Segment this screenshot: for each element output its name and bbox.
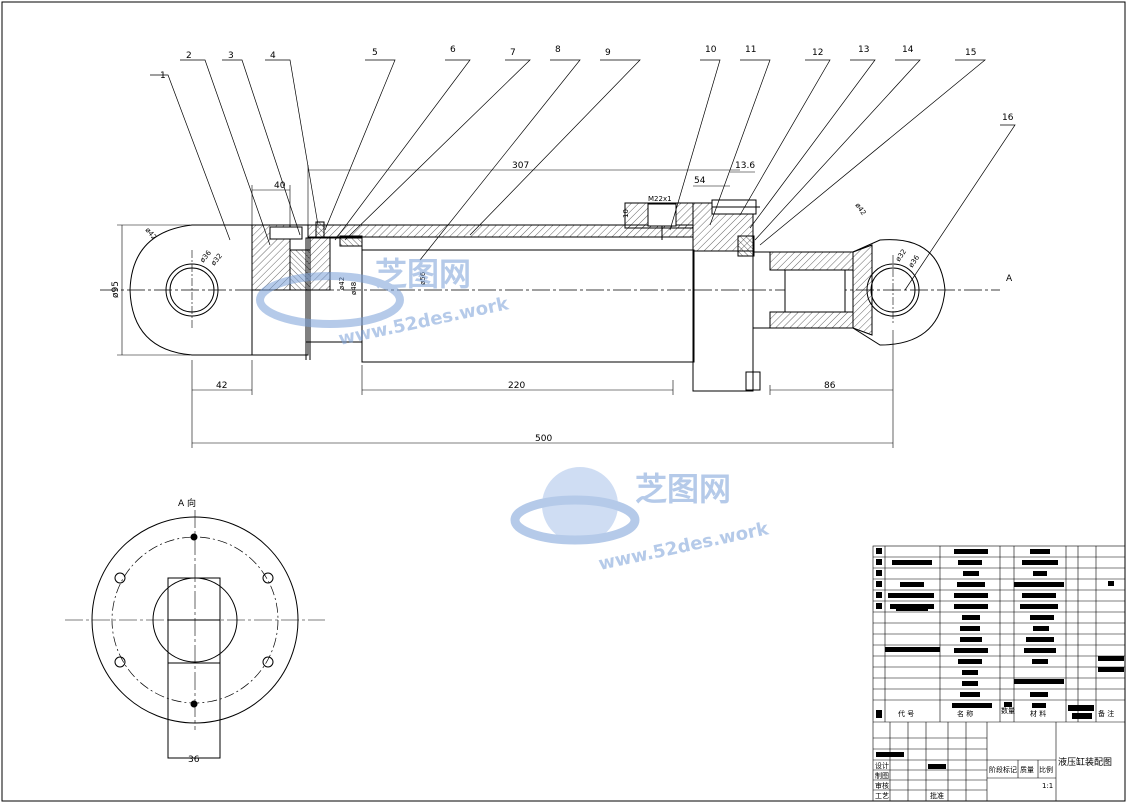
part-number: 2	[186, 51, 192, 61]
header-remark: 备 注	[1098, 709, 1114, 718]
view-a-title: A 向	[178, 497, 196, 509]
dim-36: 36	[188, 755, 200, 765]
table-row-lines	[873, 556, 1125, 723]
dim-phi42-right: ø42	[853, 202, 867, 217]
dimension-lines	[117, 165, 894, 448]
part-number: 11	[745, 45, 756, 55]
part-number: 13	[858, 45, 869, 55]
part-number: 4	[270, 51, 276, 61]
title-weight: 质量	[1020, 765, 1034, 774]
watermark-url: www.52des.work	[597, 518, 772, 575]
dim-phi42-left: ø42	[143, 226, 158, 241]
dim-phi32-right: ø32	[894, 248, 908, 263]
dim-307: 307	[512, 161, 529, 171]
dim-86: 86	[824, 381, 836, 391]
table-header-texts: 代 号 名 称 数量 材 料 备 注 阶段标记 质量 比例 1:1 液压缸装配图…	[875, 706, 1114, 800]
dim-phi48: ø48	[350, 282, 358, 295]
parts-table	[872, 545, 1126, 802]
part-number-labels: 1 2 3 4 5 6 7 8 9 10 11 12 13 14 15 16	[160, 45, 1014, 123]
main-view	[100, 199, 1000, 392]
title-stage: 阶段标记	[989, 765, 1017, 774]
part-number: 5	[372, 48, 378, 58]
header-material: 材 料	[1030, 709, 1046, 718]
part-number: 6	[450, 45, 456, 55]
drawing-title: 液压缸装配图	[1058, 756, 1112, 768]
title-craft: 工艺	[875, 792, 889, 800]
dimension-texts: 40 307 54 13.6 M22x1 10 ø42 ø36 ø32 ø95 …	[111, 161, 1013, 444]
part-number: 15	[965, 48, 976, 58]
part-number: 1	[160, 71, 166, 81]
title-check: 审核	[875, 781, 889, 790]
part-number: 9	[605, 48, 611, 58]
dim-40: 40	[274, 181, 286, 191]
header-qty: 数量	[1001, 706, 1015, 715]
dim-10: 10	[622, 209, 630, 218]
leader-lines	[150, 59, 1016, 291]
view-a-marker: A	[1006, 274, 1013, 284]
part-number: 16	[1002, 113, 1014, 123]
title-approve: 批准	[930, 791, 944, 800]
redacted-cells	[876, 548, 1124, 769]
part-number: 10	[705, 45, 717, 55]
dim-54: 54	[694, 176, 706, 186]
header-code: 代 号	[898, 709, 914, 718]
dim-phi36-right: ø36	[907, 253, 921, 269]
dim-m22: M22x1	[648, 195, 672, 203]
part-number: 8	[555, 45, 561, 55]
part-number: 14	[902, 45, 914, 55]
dim-42: 42	[216, 381, 227, 391]
watermark-middle: 芝图网 www.52des.work	[510, 467, 772, 575]
dim-phi95: ø95	[111, 281, 121, 298]
watermark-brand: 芝图网	[375, 255, 471, 293]
title-design: 设计	[875, 761, 889, 770]
part-number: 7	[510, 48, 516, 58]
dim-13-6: 13.6	[735, 161, 755, 171]
dim-500: 500	[535, 434, 552, 444]
dim-phi42-mid: ø42	[338, 277, 346, 290]
view-a	[65, 510, 325, 759]
dim-220: 220	[508, 381, 525, 391]
header-name: 名 称	[957, 709, 973, 718]
title-scale-value: 1:1	[1042, 782, 1053, 790]
title-draw: 制图	[875, 771, 889, 780]
part-number: 12	[812, 48, 823, 58]
title-scale: 比例	[1039, 765, 1053, 774]
watermark-brand: 芝图网	[635, 470, 731, 508]
part-number: 3	[228, 51, 234, 61]
dim-phi56: ø56	[419, 271, 427, 285]
